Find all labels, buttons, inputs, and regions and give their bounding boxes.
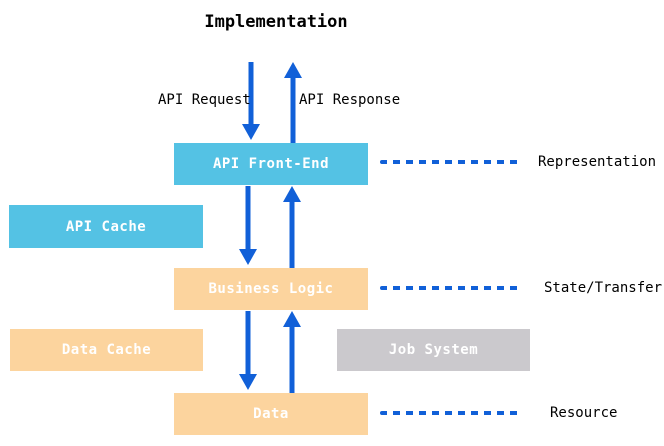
arrow-head	[242, 124, 260, 140]
arrow-stem	[289, 324, 295, 393]
arrow-stem	[245, 186, 251, 252]
dashed-connector-state-transfer	[380, 286, 521, 290]
arrow-stem	[289, 199, 295, 268]
arrow-stem	[245, 311, 251, 377]
layer-label-representation: Representation	[538, 154, 657, 170]
arrow-up-data-to-logic-icon	[283, 311, 301, 393]
diagram-title: Implementation	[204, 12, 348, 32]
api-response-label: API Response	[299, 92, 401, 108]
data-cache-label: Data Cache	[61, 342, 152, 358]
arrow-down-logic-to-data-icon	[239, 311, 257, 390]
job-system-label: Job System	[388, 342, 479, 358]
api-front-end-label: API Front-End	[212, 156, 330, 172]
arrow-up-logic-to-frontend-icon	[283, 186, 301, 268]
business-logic-box: Business Logic	[174, 268, 368, 310]
layer-label-resource: Resource	[550, 405, 618, 421]
data-label: Data	[253, 406, 289, 422]
business-logic-label: Business Logic	[208, 281, 334, 297]
arrow-head	[283, 186, 301, 202]
arrow-stem	[248, 62, 254, 127]
job-system-box: Job System	[337, 329, 530, 371]
dashed-connector-representation	[380, 160, 521, 164]
data-box: Data	[174, 393, 368, 435]
arrow-head	[283, 311, 301, 327]
api-cache-label: API Cache	[65, 218, 147, 235]
arrow-head	[239, 249, 257, 265]
layer-label-state-transfer: State/Transfer	[544, 280, 663, 296]
arrow-head	[239, 374, 257, 390]
dashed-connector-resource	[380, 411, 521, 415]
arrow-down-frontend-to-logic-icon	[239, 186, 257, 265]
arrow-head	[284, 62, 302, 78]
arrow-stem	[290, 75, 296, 143]
arrow-up-response-icon	[284, 62, 302, 143]
api-front-end-box: API Front-End	[174, 143, 368, 185]
arrow-down-request-icon	[242, 62, 260, 140]
api-request-label: API Request	[158, 92, 251, 108]
api-cache-box: API Cache	[9, 205, 203, 248]
data-cache-box: Data Cache	[10, 329, 203, 371]
